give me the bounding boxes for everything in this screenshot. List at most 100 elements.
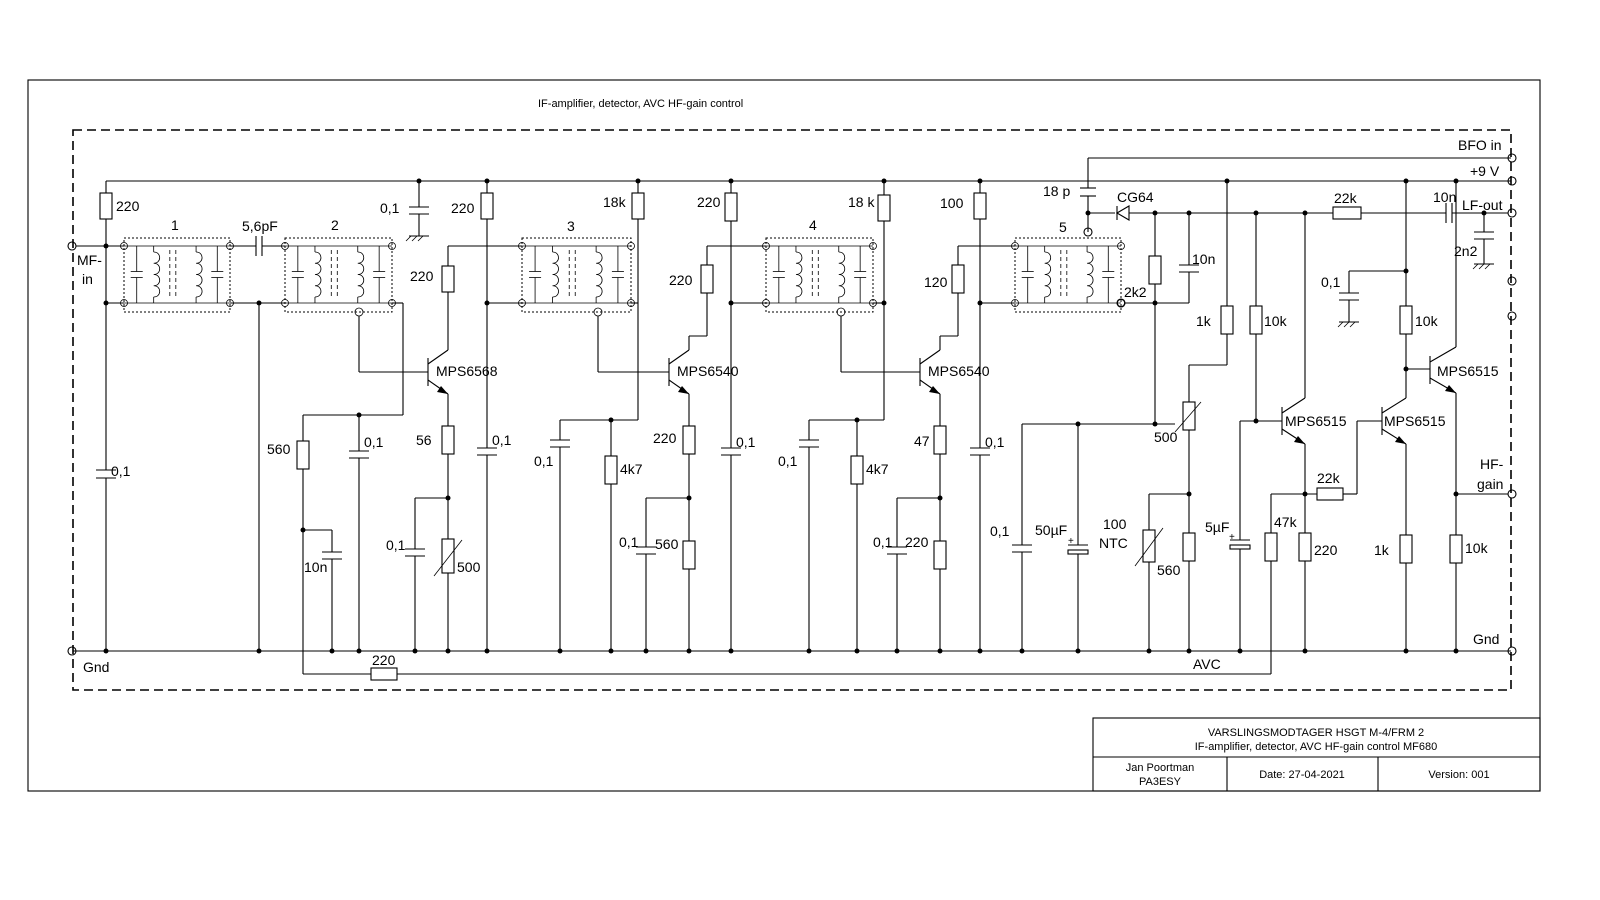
ground-junctions — [103, 648, 1459, 654]
input-section: 220 0,1 — [76, 181, 140, 651]
label-c10n-a: 10n — [304, 559, 327, 575]
resistor-220-q4 — [1298, 532, 1312, 562]
filter-5-label: 5 — [1059, 219, 1067, 235]
label-c18p: 18 p — [1043, 183, 1070, 199]
resistor-47k — [1264, 532, 1278, 562]
capacitor-5uf — [1229, 544, 1251, 550]
bfo-in-terminal[interactable] — [1507, 153, 1517, 163]
filter-2-label: 2 — [331, 217, 339, 233]
filter-1 — [123, 237, 231, 313]
label-q6: MPS6515 — [1437, 363, 1499, 379]
label-r560-ntc: 560 — [1157, 562, 1181, 578]
filter-internals — [120, 242, 1125, 317]
ntc-thermistor — [1142, 529, 1156, 563]
plus9v-terminal[interactable] — [1507, 176, 1517, 186]
label-r4k7-2: 4k7 — [866, 461, 889, 477]
resistor-56 — [441, 425, 455, 455]
label-r10k-b: 10k — [1415, 313, 1439, 329]
label-c01-b3: 0,1 — [778, 453, 798, 469]
hf-gain-terminal[interactable] — [1507, 489, 1517, 499]
spare-terminal-1[interactable] — [1507, 276, 1517, 286]
filter-1-label: 1 — [171, 217, 179, 233]
label-r1k-b: 1k — [1374, 542, 1390, 558]
label-c01-b2: 0,1 — [534, 453, 554, 469]
label-r120: 120 — [924, 274, 948, 290]
resistor-1k-a — [1220, 305, 1234, 335]
output-section: 10k 5µF + MPS6515 22k 47k 220 22k — [1205, 178, 1508, 674]
titleblock-author: Jan Poortman — [1126, 762, 1194, 774]
resistor-4k7-1 — [604, 455, 618, 485]
mf-in-label: MF- — [77, 252, 102, 268]
resistor-10k-b — [1399, 305, 1413, 335]
label-r220-b2: 220 — [669, 272, 693, 288]
resistor-560-ntc — [1182, 532, 1196, 562]
label-r56: 56 — [416, 432, 432, 448]
label-r22k-mid: 22k — [1317, 470, 1341, 486]
label-r10k-a: 10k — [1264, 313, 1288, 329]
potentiometer-500-1 — [441, 538, 455, 574]
resistor-1k-b — [1399, 534, 1413, 564]
resistor-18k-1 — [631, 192, 645, 220]
stage-3: 18 k 0,1 4k7 MPS6540 100 0,1 — [778, 181, 1015, 651]
resistor-220-input — [99, 192, 113, 220]
gnd-right-terminal[interactable] — [1507, 646, 1517, 656]
label-r4k7-1: 4k7 — [620, 461, 643, 477]
titleblock-line1: VARSLINGSMODTAGER HSGT M-4/FRM 2 — [1208, 727, 1424, 739]
stage-1: 0,1 220 0,1 220 MPS6568 560 — [267, 181, 522, 674]
gnd-right-label: Gnd — [1473, 631, 1499, 647]
gnd-left-label: Gnd — [83, 659, 109, 675]
resistor-10k-a — [1249, 305, 1263, 335]
resistor-100-top — [973, 192, 987, 220]
titleblock-date: Date: 27-04-2021 — [1259, 769, 1345, 781]
label-r18k-2: 18 k — [848, 194, 875, 210]
label-r100-top: 100 — [940, 195, 964, 211]
titleblock-version: Version: 001 — [1428, 769, 1489, 781]
titleblock-callsign: PA3ESY — [1139, 776, 1182, 788]
label-c01-mid3: 0,1 — [985, 434, 1005, 450]
label-r220-top1: 220 — [451, 200, 475, 216]
label-r220-b1: 220 — [410, 268, 434, 284]
filter-5 — [1014, 237, 1122, 313]
resistor-22k-mid — [1316, 487, 1344, 501]
label-diode: CG64 — [1117, 189, 1154, 205]
spare-terminal-2[interactable] — [1507, 311, 1517, 321]
title-block: VARSLINGSMODTAGER HSGT M-4/FRM 2 IF-ampl… — [1092, 717, 1541, 792]
label-r22k-top: 22k — [1334, 190, 1358, 206]
resistor-18k-2 — [877, 194, 891, 222]
diode-cg64 — [1115, 205, 1130, 221]
label-c50u: 50µF — [1035, 522, 1067, 538]
label-c01-e2: 0,1 — [619, 534, 639, 550]
label-c01-top1: 0,1 — [380, 200, 400, 216]
label-r220-q4: 220 — [1314, 542, 1338, 558]
label-c01-input: 0,1 — [111, 463, 131, 479]
resistor-47 — [933, 425, 947, 455]
label-r2k2: 2k2 — [1124, 284, 1147, 300]
gnd-left-terminal[interactable] — [67, 646, 77, 656]
mf-in-terminal[interactable] — [67, 241, 77, 251]
resistor-560-a — [296, 440, 310, 470]
label-ntc: 100 — [1103, 516, 1127, 532]
lf-out-terminal[interactable] — [1507, 208, 1517, 218]
supply-junctions — [416, 178, 983, 184]
label-c01-mid2: 0,1 — [736, 434, 756, 450]
label-c01-right: 0,1 — [1321, 274, 1341, 290]
diagram-title: IF-amplifier, detector, AVC HF-gain cont… — [538, 98, 743, 110]
label-ntc-2: NTC — [1099, 535, 1128, 551]
label-r560-e2: 560 — [655, 536, 679, 552]
filter-blocks: 1 2 3 4 5 — [123, 217, 1122, 313]
label-r220-top2: 220 — [697, 194, 721, 210]
hf-gain-label-2: gain — [1477, 476, 1503, 492]
resistor-220-avc — [370, 667, 398, 681]
resistor-220-b2 — [700, 264, 714, 294]
svg-text:+: + — [1229, 532, 1235, 543]
label-c01-avc: 0,1 — [990, 523, 1010, 539]
label-r220-input: 220 — [116, 198, 140, 214]
resistor-220-b1 — [441, 265, 455, 293]
resistor-220-e3 — [933, 540, 947, 570]
label-r1k-a: 1k — [1196, 313, 1212, 329]
lf-out-label: LF-out — [1462, 197, 1503, 213]
label-pot500-1: 500 — [457, 559, 481, 575]
resistor-220-e2 — [682, 425, 696, 455]
resistor-4k7-2 — [850, 455, 864, 485]
